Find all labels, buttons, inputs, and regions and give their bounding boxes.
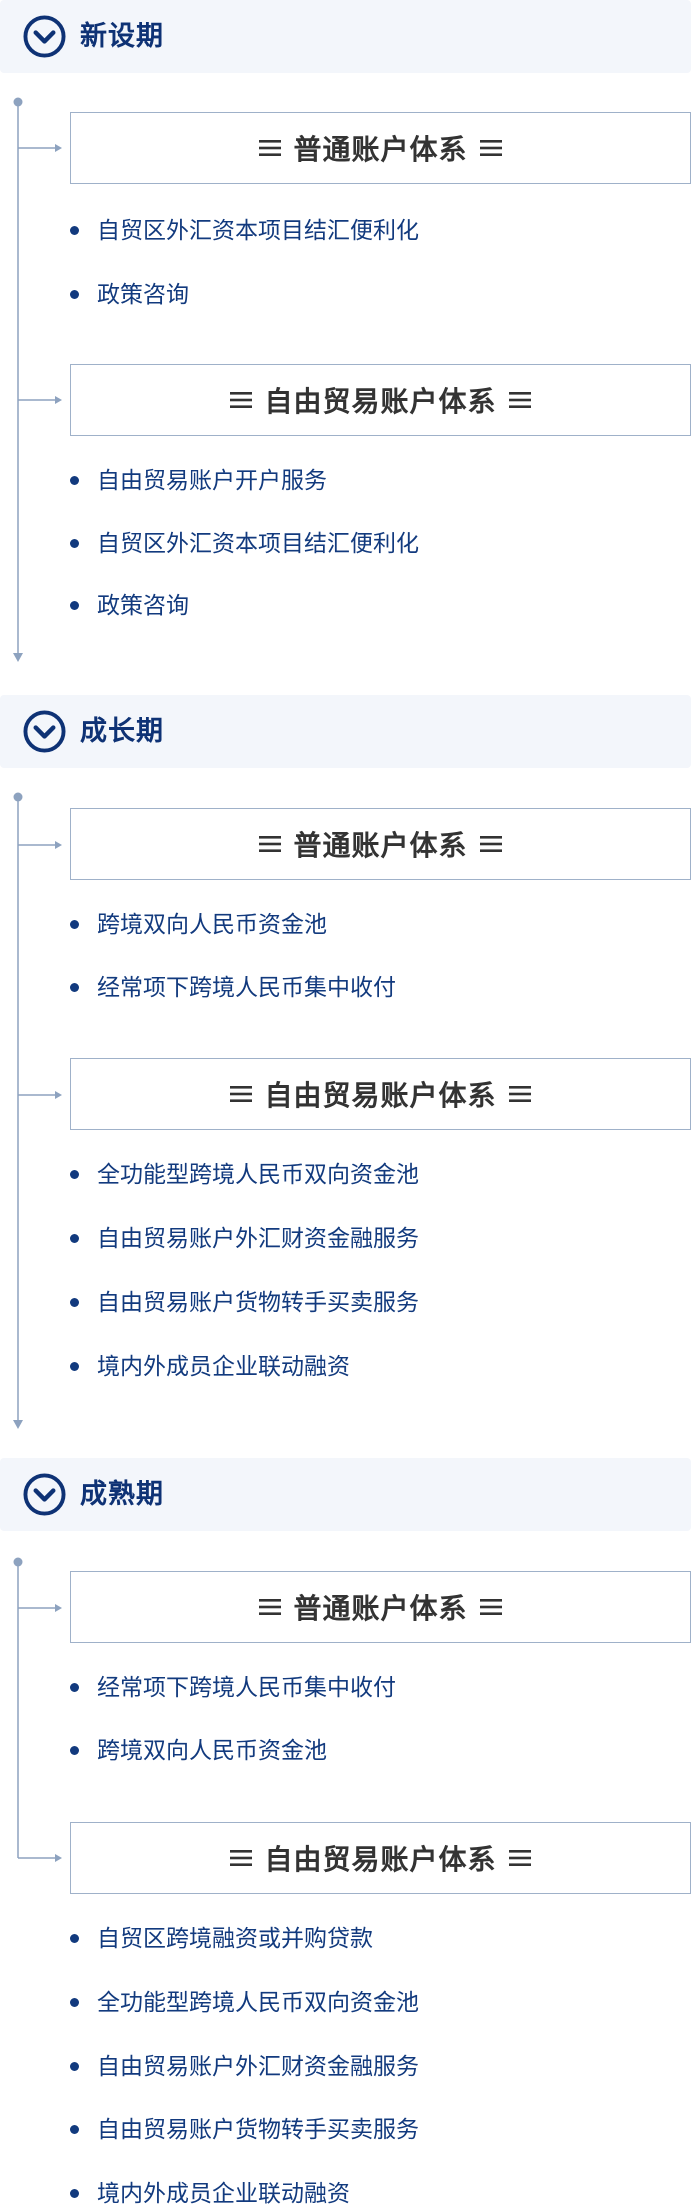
stage-title: 新设期 [80, 21, 164, 52]
service-item-label: 全功能型跨境人民币双向资金池 [97, 1162, 419, 1188]
menu-lines-icon [230, 1850, 253, 1866]
menu-lines-icon [479, 140, 502, 156]
service-item-label: 自由贸易账户开户服务 [97, 468, 327, 494]
menu-lines-icon [508, 1850, 531, 1866]
service-item[interactable]: 自贸区跨境融资或并购贷款 [70, 1921, 670, 1957]
service-item[interactable]: 境内外成员企业联动融资 [70, 1349, 670, 1385]
bullet-dot [70, 1234, 79, 1243]
service-item-label: 经常项下跨境人民币集中收付 [97, 1675, 396, 1701]
service-item[interactable]: 自由贸易账户外汇财资金融服务 [70, 2049, 670, 2085]
service-item-label: 经常项下跨境人民币集中收付 [97, 975, 396, 1001]
chevron-down-circle-icon [23, 15, 66, 58]
bullet-dot [70, 1170, 79, 1179]
bullet-dot [70, 1683, 79, 1692]
service-item[interactable]: 全功能型跨境人民币双向资金池 [70, 1985, 670, 2021]
bullet-dot [70, 1998, 79, 2007]
service-item[interactable]: 自由贸易账户开户服务 [70, 463, 670, 499]
stage-timeline [13, 792, 62, 1429]
bullet-dot [70, 2125, 79, 2134]
service-item-label: 全功能型跨境人民币双向资金池 [97, 1990, 419, 2016]
menu-lines-icon [259, 836, 282, 852]
bullet-dot [70, 983, 79, 992]
stage-header-mature[interactable]: 成熟期 [0, 1458, 691, 1531]
bullet-dot [70, 539, 79, 548]
service-item[interactable]: 境内外成员企业联动融资 [70, 2176, 670, 2212]
service-item-label: 自由贸易账户外汇财资金融服务 [97, 2054, 419, 2080]
box-title: 自由贸易账户体系 [264, 1079, 497, 1112]
bullet-dot [70, 2189, 79, 2198]
service-item-label: 跨境双向人民币资金池 [97, 912, 327, 938]
service-item[interactable]: 跨境双向人民币资金池 [70, 907, 670, 943]
service-item-label: 自贸区外汇资本项目结汇便利化 [97, 218, 419, 244]
box-title: 自由贸易账户体系 [264, 1843, 497, 1876]
bullet-dot [70, 476, 79, 485]
stage-header-new[interactable]: 新设期 [0, 0, 691, 73]
service-item[interactable]: 自由贸易账户货物转手买卖服务 [70, 2112, 670, 2148]
bullet-dot [70, 601, 79, 610]
menu-lines-icon [259, 140, 282, 156]
service-item-label: 政策咨询 [97, 282, 189, 308]
bullet-dot [70, 1298, 79, 1307]
service-item-label: 自由贸易账户货物转手买卖服务 [97, 2117, 419, 2143]
account-system-box: 自由贸易账户体系 [70, 364, 691, 436]
service-item-label: 境内外成员企业联动融资 [97, 1354, 350, 1380]
service-item-label: 境内外成员企业联动融资 [97, 2181, 350, 2207]
chevron-down-circle-icon [23, 710, 66, 753]
bullet-dot [70, 290, 79, 299]
menu-lines-icon [479, 1599, 502, 1615]
menu-lines-icon [259, 1599, 282, 1615]
service-item-label: 政策咨询 [97, 593, 189, 619]
menu-lines-icon [230, 392, 253, 408]
bullet-dot [70, 2062, 79, 2071]
bullet-dot [70, 1934, 79, 1943]
service-item[interactable]: 自贸区外汇资本项目结汇便利化 [70, 213, 670, 249]
menu-lines-icon [479, 836, 502, 852]
box-title: 普通账户体系 [293, 1592, 468, 1625]
account-system-box: 普通账户体系 [70, 1571, 691, 1643]
service-item-label: 自贸区跨境融资或并购贷款 [97, 1926, 373, 1952]
service-item[interactable]: 自由贸易账户外汇财资金融服务 [70, 1221, 670, 1257]
account-system-box: 自由贸易账户体系 [70, 1822, 691, 1894]
bullet-dot [70, 1362, 79, 1371]
service-item[interactable]: 全功能型跨境人民币双向资金池 [70, 1157, 670, 1193]
stage-title: 成熟期 [80, 1479, 164, 1510]
bullet-dot [70, 226, 79, 235]
service-item[interactable]: 经常项下跨境人民币集中收付 [70, 1670, 670, 1706]
service-item[interactable]: 跨境双向人民币资金池 [70, 1733, 670, 1769]
menu-lines-icon [508, 1086, 531, 1102]
service-item[interactable]: 自贸区外汇资本项目结汇便利化 [70, 526, 670, 562]
account-system-box: 普通账户体系 [70, 112, 691, 184]
stage-header-growth[interactable]: 成长期 [0, 695, 691, 768]
service-item[interactable]: 自由贸易账户货物转手买卖服务 [70, 1285, 670, 1321]
bullet-dot [70, 920, 79, 929]
bullet-dot [70, 1746, 79, 1755]
service-item[interactable]: 经常项下跨境人民币集中收付 [70, 970, 670, 1006]
chevron-down-circle-icon [23, 1473, 66, 1516]
menu-lines-icon [508, 392, 531, 408]
service-item-label: 自贸区外汇资本项目结汇便利化 [97, 531, 419, 557]
stage-timeline [13, 97, 62, 662]
box-title: 普通账户体系 [293, 133, 468, 166]
box-title: 自由贸易账户体系 [264, 385, 497, 418]
service-item-label: 自由贸易账户外汇财资金融服务 [97, 1226, 419, 1252]
service-item-label: 跨境双向人民币资金池 [97, 1738, 327, 1764]
stage-timeline [13, 1557, 62, 1862]
stage-title: 成长期 [80, 716, 164, 747]
account-system-box: 自由贸易账户体系 [70, 1058, 691, 1130]
account-system-box: 普通账户体系 [70, 808, 691, 880]
service-item-label: 自由贸易账户货物转手买卖服务 [97, 1290, 419, 1316]
menu-lines-icon [230, 1086, 253, 1102]
service-item[interactable]: 政策咨询 [70, 277, 670, 313]
service-item[interactable]: 政策咨询 [70, 588, 670, 624]
box-title: 普通账户体系 [293, 829, 468, 862]
